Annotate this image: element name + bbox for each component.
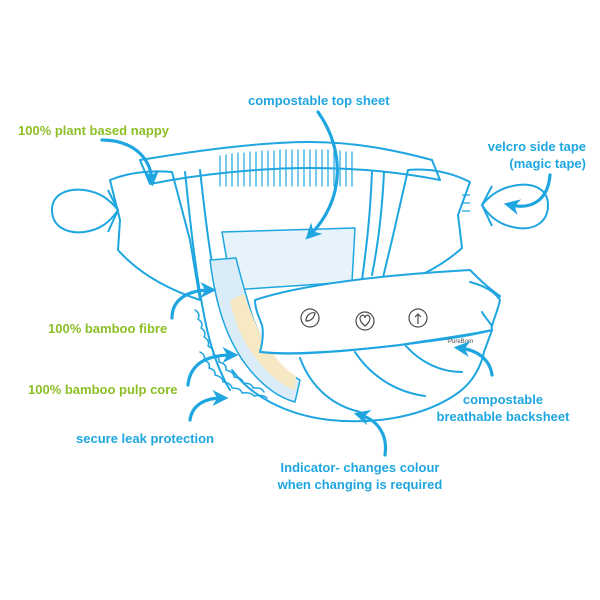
arrow-backsheet bbox=[453, 341, 494, 377]
backsheet-fold-1 bbox=[299, 357, 361, 413]
label-bamboo-fibre: 100% bamboo fibre bbox=[48, 321, 168, 336]
heart-badge-icon bbox=[355, 311, 375, 331]
right-inner-fold-2 bbox=[371, 171, 385, 276]
label-compostable-backsheet: compostable breathable backsheet bbox=[418, 391, 588, 425]
outer-backsheet bbox=[231, 329, 493, 423]
arrow-indicator bbox=[353, 409, 388, 457]
label-velcro-line2: (magic tape) bbox=[509, 156, 586, 171]
right-inner-fold bbox=[361, 171, 373, 281]
leak-guard-ruffle-2 bbox=[199, 351, 268, 399]
elastic-ribbing bbox=[219, 149, 353, 187]
arrow-bamboo-fibre bbox=[170, 282, 217, 320]
left-side-tape bbox=[50, 188, 120, 234]
backsheet-fold-3 bbox=[404, 344, 463, 373]
brand-name: PureBorn bbox=[448, 339, 473, 345]
label-bamboo-pulp-core: 100% bamboo pulp core bbox=[28, 382, 178, 397]
right-side-tape bbox=[462, 183, 550, 230]
label-velcro-line1: velcro side tape bbox=[487, 139, 586, 154]
label-compostable-top-sheet: compostable top sheet bbox=[248, 93, 390, 108]
label-secure-leak-protection: secure leak protection bbox=[76, 431, 214, 446]
arrow-velcro bbox=[503, 173, 552, 215]
backsheet-fold-2 bbox=[354, 351, 426, 397]
nappy-illustration bbox=[109, 141, 501, 423]
arrow-leak bbox=[188, 390, 229, 422]
arrow-top-sheet bbox=[305, 110, 339, 240]
left-inner-fold bbox=[184, 171, 231, 391]
label-backsheet-line2: breathable backsheet bbox=[436, 409, 570, 424]
arrow-pulp-core bbox=[186, 347, 239, 387]
label-plant-based-nappy: 100% plant based nappy bbox=[18, 123, 169, 138]
label-velcro-side-tape: velcro side tape (magic tape) bbox=[470, 138, 586, 172]
label-indicator: Indicator- changes colour when changing … bbox=[250, 459, 470, 493]
tree-badge-icon bbox=[408, 308, 428, 328]
front-tab bbox=[469, 281, 501, 327]
left-wing bbox=[109, 170, 201, 301]
arrow-plant-based bbox=[100, 138, 160, 187]
leaf-badge-icon bbox=[300, 308, 320, 328]
label-indicator-line1: Indicator- changes colour bbox=[280, 460, 440, 475]
label-indicator-line2: when changing is required bbox=[277, 477, 443, 492]
label-backsheet-line1: compostable bbox=[462, 392, 544, 407]
callout-arrows bbox=[100, 110, 552, 457]
